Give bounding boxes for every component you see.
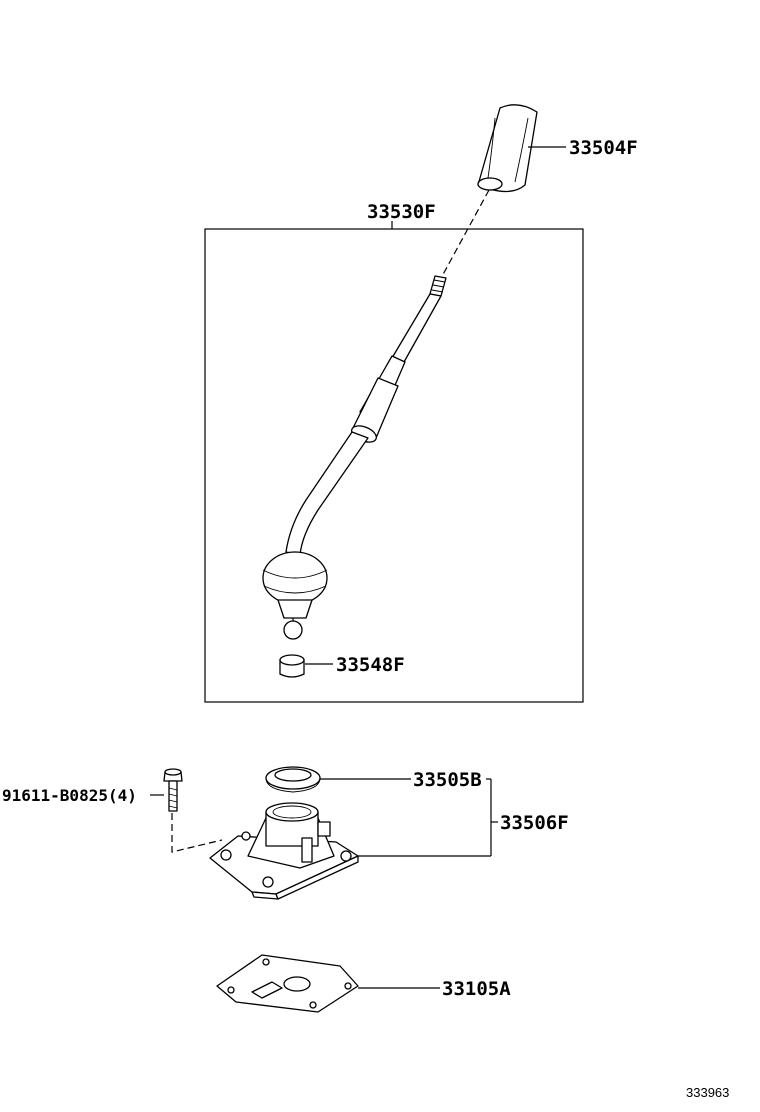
part-number-bolt: 91611-B0825(4) bbox=[2, 786, 137, 805]
assembly-line-bolt bbox=[171, 813, 223, 853]
part-number-boot-seal: 33505B bbox=[413, 769, 482, 791]
part-number-knob: 33504F bbox=[569, 137, 638, 159]
part-number-lever-assy: 33530F bbox=[367, 201, 436, 223]
figure-reference-number: 333963 bbox=[686, 1085, 729, 1100]
lever-retainer bbox=[209, 802, 359, 900]
boot-seal bbox=[265, 766, 321, 793]
bolt bbox=[163, 768, 183, 812]
bushing bbox=[279, 654, 305, 678]
shift-lever bbox=[262, 275, 447, 640]
part-number-bushing: 33548F bbox=[336, 654, 405, 676]
gasket bbox=[216, 954, 359, 1013]
assembly-line-knob bbox=[439, 189, 490, 281]
shift-knob bbox=[477, 104, 538, 193]
part-number-retainer: 33506F bbox=[500, 812, 569, 834]
part-number-gasket: 33105A bbox=[442, 978, 511, 1000]
lever-assy-frame bbox=[204, 228, 584, 703]
